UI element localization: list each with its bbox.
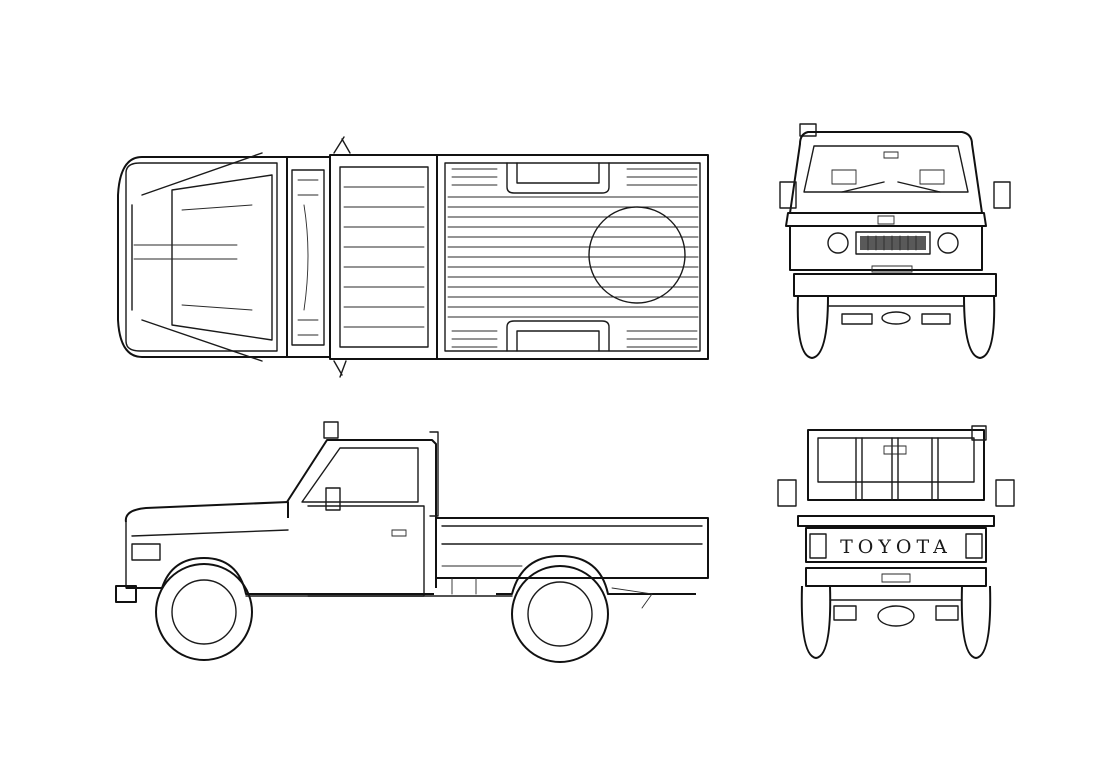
top-view — [112, 135, 712, 380]
front-view — [772, 118, 1020, 366]
side-view — [112, 418, 712, 668]
rear-view: TOYOTA — [772, 420, 1020, 665]
tailgate-lettering: TOYOTA — [840, 536, 952, 558]
